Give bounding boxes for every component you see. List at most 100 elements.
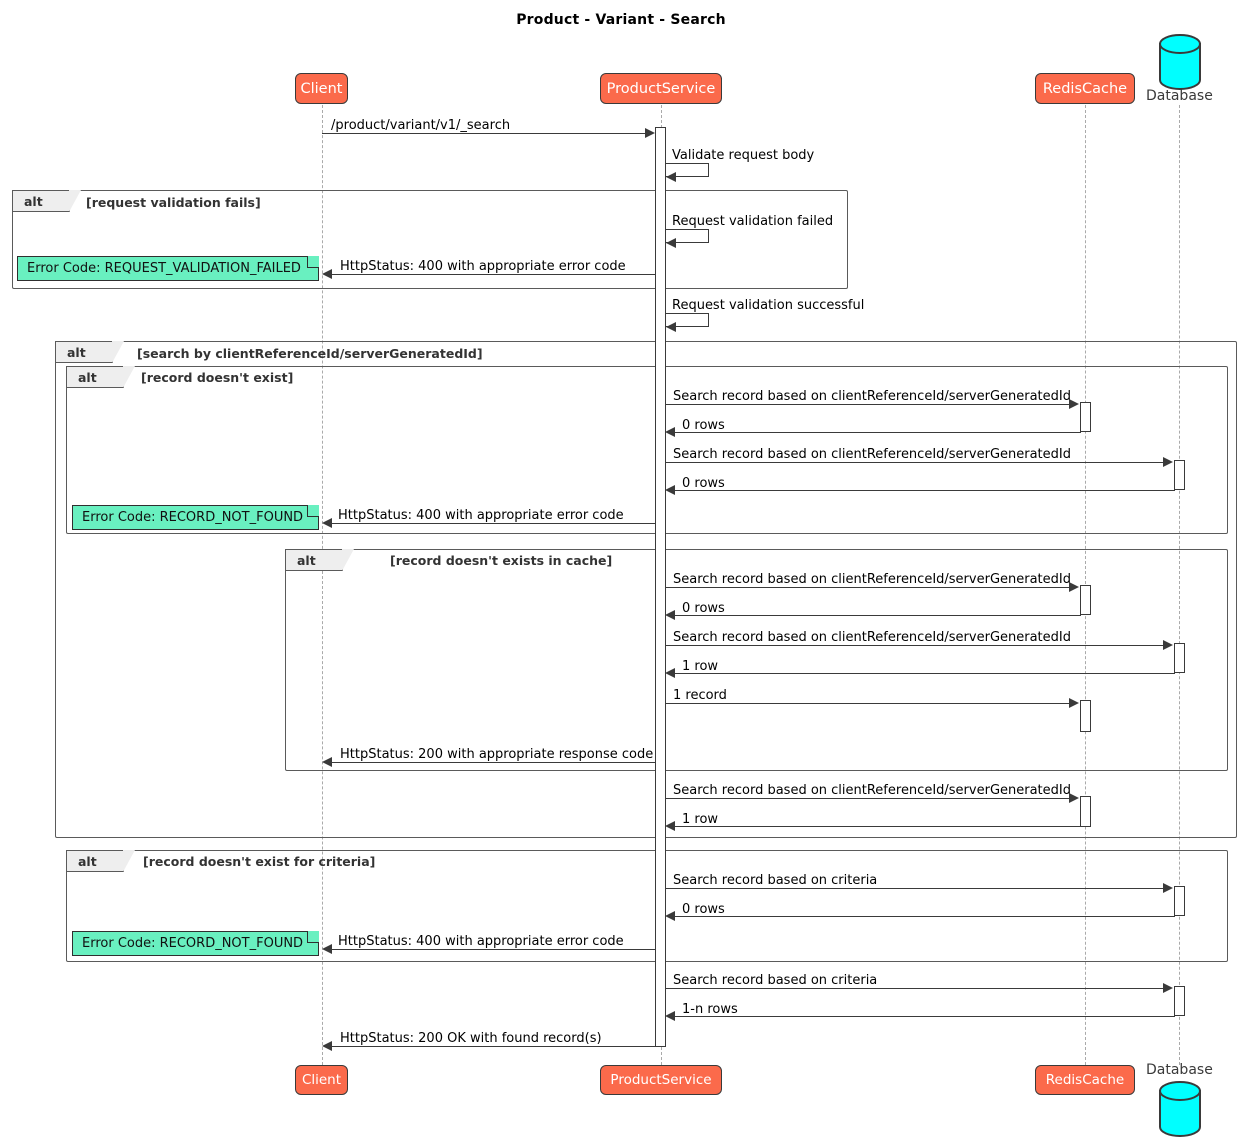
message-arrow-head [322, 269, 332, 279]
participant-rediscache-top[interactable]: RedisCache [1035, 73, 1135, 104]
message-arrow-head [322, 944, 332, 954]
message-arrow-head [645, 128, 655, 138]
message-arrow-line [666, 703, 1070, 704]
message-arrow-head [665, 427, 675, 437]
message-arrow-head [1163, 883, 1173, 893]
message-arrow-line [666, 462, 1164, 463]
message-arrow-line [673, 615, 1081, 616]
message-arrow-head [665, 610, 675, 620]
activation-database [1174, 460, 1185, 490]
frame-condition-record-not-in-cache: [record doesn't exists in cache] [390, 553, 613, 568]
frame-label-alt: alt [67, 344, 86, 360]
note-text: Error Code: REQUEST_VALIDATION_FAILED [27, 261, 301, 276]
note-record-not-found-2: Error Code: RECORD_NOT_FOUND [72, 931, 319, 956]
activation-rediscache [1080, 585, 1091, 615]
activation-database [1174, 643, 1185, 673]
frame-label-alt: alt [24, 193, 43, 209]
lifeline-database [1179, 105, 1180, 1065]
message-label: Search record based on criteria [673, 873, 878, 888]
participant-client-bottom[interactable]: Client [295, 1065, 348, 1095]
participant-label: ProductService [606, 80, 716, 97]
page-title: Product - Variant - Search [516, 12, 726, 28]
participant-rediscache-bottom[interactable]: RedisCache [1035, 1065, 1135, 1095]
participant-database-top[interactable] [1158, 33, 1202, 95]
participant-label: ProductService [610, 1072, 712, 1088]
message-arrow-line [673, 916, 1175, 917]
frame-condition-search-by-id: [search by clientReferenceId/serverGener… [137, 346, 483, 361]
message-arrow-head [665, 821, 675, 831]
participant-database-bottom[interactable] [1158, 1080, 1202, 1142]
message-arrow-head [322, 518, 332, 528]
message-arrow-line [330, 762, 655, 763]
frame-condition-request-validation-fails: [request validation fails] [86, 195, 261, 210]
message-arrow-head [322, 1041, 332, 1051]
message-label: HttpStatus: 200 OK with found record(s) [340, 1031, 602, 1046]
message-arrow-line [673, 1016, 1175, 1017]
activation-productservice [655, 127, 666, 1047]
message-arrow-line [666, 404, 1070, 405]
frame-tab-alt: alt [66, 366, 135, 388]
message-arrow-head [1069, 698, 1079, 708]
participant-productservice-top[interactable]: ProductService [600, 73, 722, 104]
note-fold-corner [307, 505, 319, 517]
frame-alt-request-validation-fails: alt [12, 190, 848, 289]
activation-rediscache [1080, 796, 1091, 827]
note-fold-corner [307, 931, 319, 943]
message-arrow-line [666, 798, 1070, 799]
message-arrow-head [1069, 793, 1079, 803]
participant-database-label-top: Database [1146, 88, 1213, 104]
self-message-loop [666, 229, 709, 243]
participant-label: RedisCache [1042, 80, 1128, 97]
message-label: HttpStatus: 400 with appropriate error c… [338, 934, 624, 949]
participant-label: RedisCache [1045, 1072, 1125, 1088]
activation-database [1174, 986, 1185, 1016]
message-label: 0 rows [682, 902, 725, 917]
message-label: Search record based on clientReferenceId… [673, 630, 1071, 645]
message-arrow-line [666, 645, 1164, 646]
self-message-loop [666, 313, 709, 327]
message-label: 0 rows [682, 418, 725, 433]
message-label: Search record based on clientReferenceId… [673, 447, 1071, 462]
message-label: 1 record [673, 688, 727, 703]
message-arrow-line [330, 1046, 655, 1047]
message-arrow-line [673, 490, 1175, 491]
message-arrow-line [666, 888, 1164, 889]
frame-label-alt: alt [78, 853, 97, 869]
message-label: Request validation successful [672, 298, 865, 313]
participant-productservice-bottom[interactable]: ProductService [600, 1065, 722, 1095]
frame-condition-record-not-for-criteria: [record doesn't exist for criteria] [143, 854, 376, 869]
message-label: Search record based on clientReferenceId… [673, 389, 1071, 404]
activation-database [1174, 886, 1185, 916]
participant-client-top[interactable]: Client [295, 73, 348, 104]
frame-alt-record-not-in-cache: alt [285, 549, 1228, 771]
message-arrow-head [665, 911, 675, 921]
message-arrow-head [665, 485, 675, 495]
frame-tab-alt: alt [285, 549, 354, 571]
message-arrow-head [665, 1011, 675, 1021]
message-arrow-head [665, 668, 675, 678]
message-arrow-line [666, 587, 1070, 588]
message-arrow-line [673, 826, 1081, 827]
frame-alt-record-not-for-criteria: alt [66, 850, 1228, 962]
message-label: Search record based on clientReferenceId… [673, 783, 1071, 798]
message-arrow-line [666, 988, 1164, 989]
frame-tab-alt: alt [55, 341, 124, 363]
self-message-loop [666, 163, 709, 177]
activation-rediscache [1080, 402, 1091, 432]
frame-label-alt: alt [297, 552, 316, 568]
message-label: Search record based on clientReferenceId… [673, 572, 1071, 587]
note-text: Error Code: RECORD_NOT_FOUND [82, 936, 304, 951]
frame-label-alt: alt [78, 369, 97, 385]
message-arrow-head [666, 238, 676, 248]
message-arrow-line [330, 274, 655, 275]
message-arrow-line [330, 949, 655, 950]
message-arrow-head [1163, 457, 1173, 467]
lifeline-client [322, 105, 323, 1065]
message-arrow-line [673, 673, 1175, 674]
message-label: 1 row [682, 659, 719, 674]
message-label: 1-n rows [682, 1002, 738, 1017]
participant-database-label-bottom: Database [1146, 1062, 1213, 1078]
frame-alt-record-doesnt-exist: alt [66, 366, 1228, 534]
participant-label: Client [300, 80, 343, 97]
